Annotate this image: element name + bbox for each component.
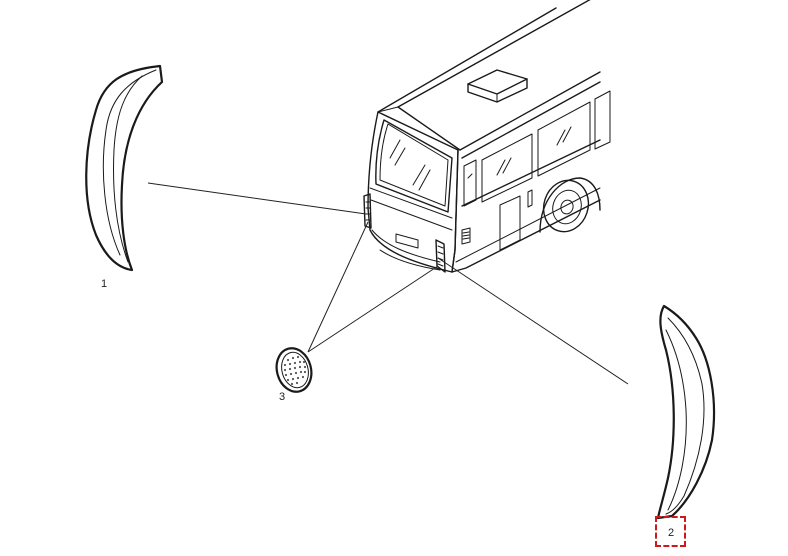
leader-line-1 [147, 182, 367, 215]
leader-line-3b [307, 265, 439, 353]
leader-line-3a [307, 221, 369, 353]
bus-illustration [363, 0, 611, 273]
selected-part-highlight[interactable] [655, 516, 686, 547]
round-grille [275, 347, 313, 393]
leader-line-2 [437, 257, 629, 385]
callout-number-2[interactable]: 2 [668, 527, 675, 539]
left-side-panel [85, 64, 164, 272]
leader-lines [147, 182, 629, 385]
right-side-panel [656, 304, 716, 520]
callout-number-3[interactable]: 3 [279, 391, 286, 403]
callout-number-1[interactable]: 1 [101, 278, 108, 290]
